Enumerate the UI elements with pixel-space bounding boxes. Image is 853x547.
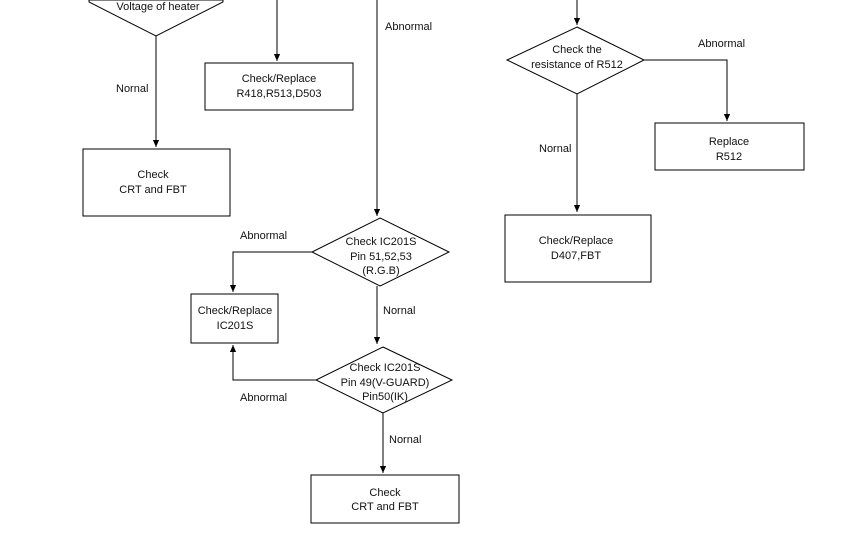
box-check-replace-d407: Check/Replace D407,FBT [504, 214, 652, 283]
decision-check-ic201s-vguard: Check IC201S Pin 49(V-GUARD) Pin50(IK) [314, 346, 454, 414]
edges [152, 0, 731, 473]
check-ic201s-rgb-line-3: (R.G.B) [362, 265, 399, 277]
replace-r512-line-1: Replace [709, 136, 749, 148]
label-r512-abnormal: Abnormal [698, 38, 745, 50]
check-ic201s-vguard-line-1: Check IC201S [350, 362, 421, 374]
edge-labels: Nornal Abnormal Abnormal Nornal Abnormal… [116, 21, 745, 446]
label-vguard-normal: Nornal [389, 434, 421, 446]
check-resistance-r512-line-1: Check the [552, 44, 602, 56]
label-main-abnormal: Abnormal [385, 21, 432, 33]
edge-r512-abnormal [644, 59, 731, 121]
label-heater-normal: Nornal [116, 83, 148, 95]
check-replace-d407-line-2: D407,FBT [551, 250, 601, 262]
box-check-crt-fbt-left: Check CRT and FBT [82, 148, 231, 217]
decision-voltage-heater: Voltage of heater [88, 0, 224, 37]
check-ic201s-vguard-line-3: Pin50(IK) [362, 391, 408, 403]
label-rgb-abnormal: Abnormal [240, 230, 287, 242]
check-replace-ic201s-line-2: IC201S [217, 320, 254, 332]
check-crt-fbt-left-line-1: Check [137, 169, 169, 181]
check-crt-fbt-left-line-2: CRT and FBT [119, 184, 187, 196]
check-replace-r418-line-1: Check/Replace [242, 73, 317, 85]
label-vguard-abnormal: Abnormal [240, 392, 287, 404]
edge-rgb-abnormal [229, 251, 312, 292]
voltage-heater-line-1: Voltage of heater [116, 1, 200, 13]
box-check-crt-fbt-bottom: Check CRT and FBT [310, 474, 460, 524]
box-replace-r512: Replace R512 [654, 122, 805, 171]
box-check-replace-ic201s: Check/Replace IC201S [190, 293, 279, 344]
check-ic201s-rgb-line-1: Check IC201S [346, 236, 417, 248]
replace-r512-line-2: R512 [716, 151, 742, 163]
check-resistance-r512-line-2: resistance of R512 [531, 59, 623, 71]
check-ic201s-vguard-line-2: Pin 49(V-GUARD) [341, 377, 430, 389]
label-rgb-normal: Nornal [383, 305, 415, 317]
check-ic201s-rgb-line-2: Pin 51,52,53 [350, 251, 412, 263]
check-crt-fbt-bottom-line-2: CRT and FBT [351, 501, 419, 513]
edge-vguard-abnormal [229, 345, 316, 381]
decision-check-ic201s-rgb: Check IC201S Pin 51,52,53 (R.G.B) [310, 217, 451, 287]
check-replace-r418-line-2: R418,R513,D503 [236, 88, 321, 100]
label-r512-normal: Nornal [539, 143, 571, 155]
decision-check-resistance-r512: Check the resistance of R512 [505, 26, 646, 95]
check-replace-ic201s-line-1: Check/Replace [198, 305, 273, 317]
box-check-replace-r418: Check/Replace R418,R513,D503 [204, 62, 354, 111]
check-replace-d407-line-1: Check/Replace [539, 235, 614, 247]
check-crt-fbt-bottom-line-1: Check [369, 487, 401, 499]
